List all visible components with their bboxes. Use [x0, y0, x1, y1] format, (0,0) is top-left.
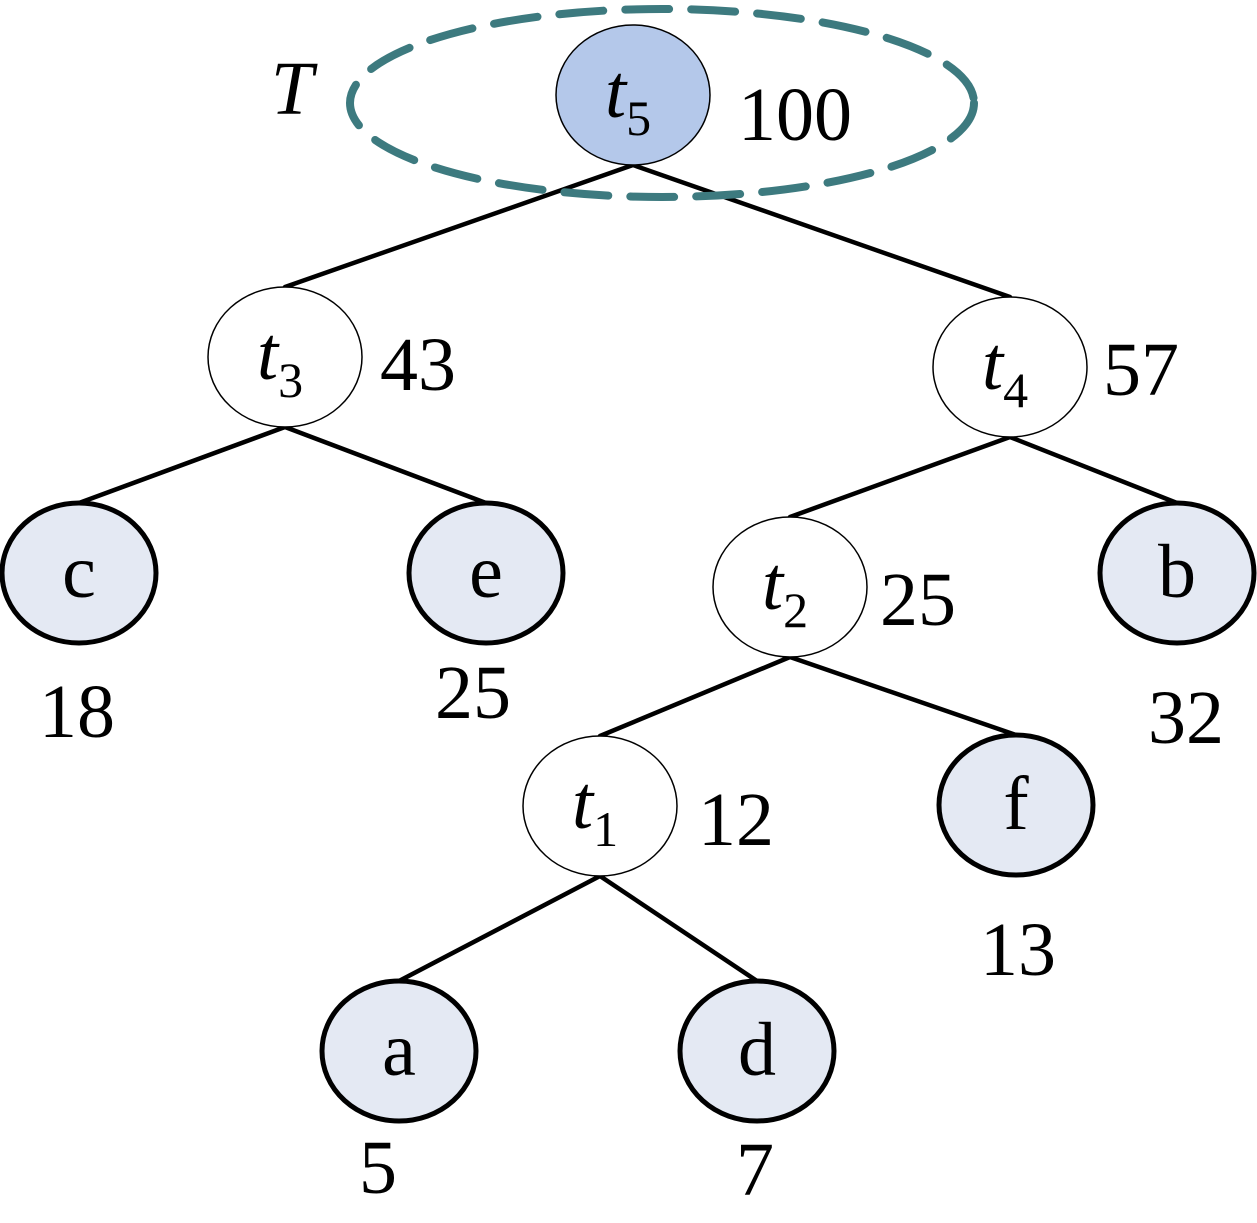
node-t2-subscript: 2 — [783, 582, 808, 638]
node-t1: t1 12 — [522, 735, 774, 877]
node-c: c 18 — [0, 500, 159, 754]
node-t3-subscript: 3 — [278, 352, 303, 408]
node-t2-label: t2 — [762, 542, 808, 638]
edge-t1-a — [396, 873, 603, 984]
node-a-weight: 5 — [359, 1126, 397, 1210]
node-t5-circle — [555, 24, 711, 166]
node-e-weight: 25 — [435, 651, 511, 735]
node-d-circle — [677, 978, 837, 1124]
node-a: a5 — [319, 978, 479, 1210]
node-f: f 13 — [936, 732, 1096, 992]
node-t4-subscript: 4 — [1003, 362, 1028, 418]
node-d-weight: 7 — [736, 1128, 774, 1212]
node-t4-weight: 57 — [1103, 328, 1179, 412]
node-a-circle — [319, 978, 479, 1124]
edge-t4-t2 — [787, 434, 1013, 520]
edges-layer — [76, 162, 1180, 984]
node-t3-weight: 43 — [380, 323, 456, 407]
node-c-weight: 18 — [39, 670, 115, 754]
node-t5: t5 100 — [555, 24, 852, 166]
node-t1-weight: 12 — [698, 778, 774, 862]
node-t3-letter: t — [257, 312, 280, 396]
node-t1-label: t1 — [572, 761, 618, 857]
edge-t2-t1 — [597, 654, 793, 739]
node-t5-letter: t — [605, 50, 628, 134]
node-t5-subscript: 5 — [626, 90, 651, 146]
node-e-circle — [406, 500, 566, 646]
node-t1-subscript: 1 — [593, 801, 618, 857]
edge-t3-e — [282, 424, 489, 506]
edge-t2-f — [787, 654, 1019, 738]
node-c-label: c — [62, 530, 96, 614]
node-t4-letter: t — [982, 322, 1005, 406]
node-t5-label: t5 — [605, 50, 651, 146]
node-t1-circle — [522, 735, 678, 877]
node-t3: t3 43 — [207, 286, 456, 428]
edge-t5-t4 — [630, 162, 1013, 300]
edge-t1-d — [597, 873, 760, 984]
node-a-label: a — [382, 1008, 416, 1092]
node-b-circle — [1097, 500, 1257, 646]
node-b: b 32 — [1097, 500, 1257, 760]
node-f-weight: 13 — [980, 908, 1056, 992]
edge-t4-b — [1007, 434, 1180, 506]
node-b-label: b — [1158, 530, 1196, 614]
node-d: d7 — [677, 978, 837, 1212]
node-f-circle — [936, 732, 1096, 878]
edge-t3-c — [76, 424, 288, 506]
edge-t5-t3 — [282, 162, 636, 290]
node-t3-label: t3 — [257, 312, 303, 408]
node-t2: t2 25 — [712, 516, 956, 658]
node-t2-letter: t — [762, 542, 785, 626]
node-t3-circle — [207, 286, 363, 428]
node-t5-weight: 100 — [738, 73, 852, 157]
node-t4: t4 57 — [932, 296, 1179, 438]
node-t2-circle — [712, 516, 868, 658]
node-b-weight: 32 — [1148, 676, 1224, 760]
node-t4-circle — [932, 296, 1088, 438]
node-t2-weight: 25 — [880, 558, 956, 642]
node-t4-label: t4 — [982, 322, 1028, 418]
node-d-label: d — [738, 1008, 776, 1092]
node-f-label: f — [1003, 762, 1029, 846]
node-c-circle — [0, 500, 159, 646]
node-e-label: e — [469, 530, 503, 614]
node-e: e 25 — [406, 500, 566, 735]
tree-T-boundary-ellipse — [346, 5, 978, 201]
boundary-layer: T — [271, 5, 978, 201]
tree-T-label: T — [271, 47, 318, 131]
node-t1-letter: t — [572, 761, 595, 845]
